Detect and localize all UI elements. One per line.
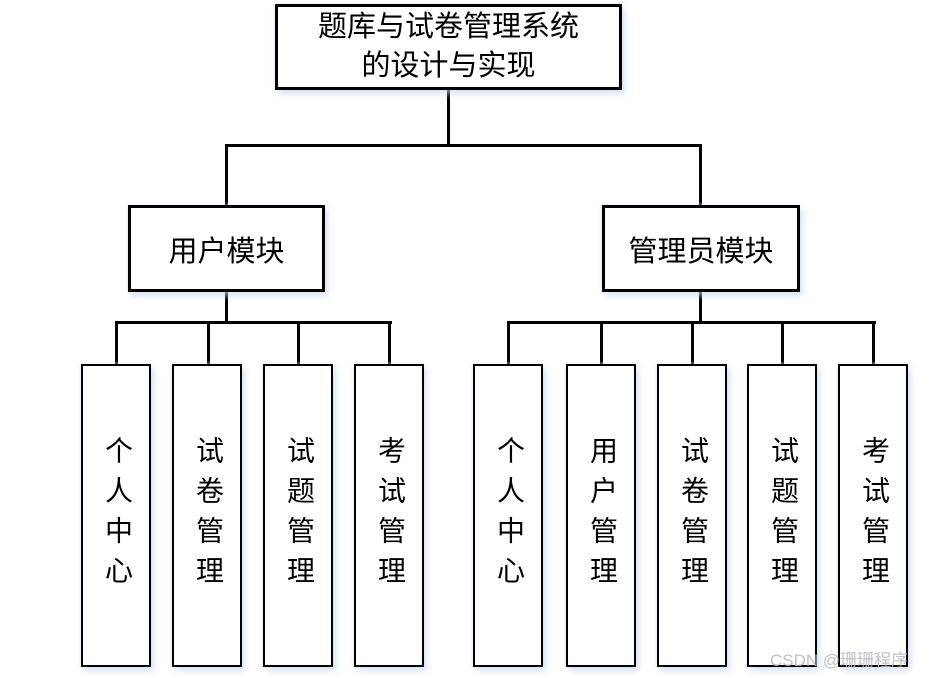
leaf-node-user-personal-center: 个人中心 [81,364,151,667]
module-node-admin-label: 管理员模块 [628,235,774,268]
connector-drop-admin-1 [600,322,603,365]
leaf-node-admin-user-management: 用户管理 [566,364,636,667]
leaf-node-user-exam-management: 考试管理 [354,364,424,667]
connector-drop-user-0 [115,322,118,365]
leaf-node-admin-question-management: 试题管理 [747,364,817,667]
root-node-system-title: 题库与试卷管理系统 的设计与实现 [275,4,622,90]
connector-admin-stub [699,291,702,324]
leaf-node-admin-personal-center: 个人中心 [473,364,543,667]
connector-drop-admin-0 [507,322,510,365]
connector-drop-user-1 [207,322,210,365]
connector-top-rail [225,144,702,147]
leaf-label: 试卷管理 [192,435,223,596]
leaf-label: 个人中心 [493,435,524,596]
leaf-label: 用户管理 [586,435,617,596]
leaf-node-user-paper-management: 试卷管理 [172,364,242,667]
module-node-user-label: 用户模块 [168,235,285,268]
leaf-node-user-question-management: 试题管理 [263,364,333,667]
root-node-label: 题库与试卷管理系统 的设计与实现 [317,11,579,82]
connector-user-branch-up [225,144,228,206]
leaf-label: 考试管理 [374,435,405,596]
leaf-label: 试卷管理 [677,435,708,596]
leaf-label: 试题管理 [283,435,314,596]
leaf-label: 个人中心 [101,435,132,596]
connector-drop-admin-3 [781,322,784,365]
module-node-user: 用户模块 [128,205,325,292]
leaf-label: 试题管理 [767,435,798,596]
connector-user-stub [225,291,228,324]
connector-drop-admin-4 [872,322,875,365]
connector-drop-user-2 [297,322,300,365]
leaf-node-admin-paper-management: 试卷管理 [657,364,727,667]
connector-root-stem [447,88,450,147]
csdn-watermark: CSDN @珊珊程序 [770,651,909,670]
connector-drop-user-3 [388,322,391,365]
leaf-node-admin-exam-management: 考试管理 [838,364,908,667]
connector-drop-admin-2 [691,322,694,365]
connector-user-rail [115,321,392,324]
leaf-label: 考试管理 [858,435,889,596]
connector-admin-branch-up [699,144,702,206]
module-node-admin: 管理员模块 [602,205,800,292]
